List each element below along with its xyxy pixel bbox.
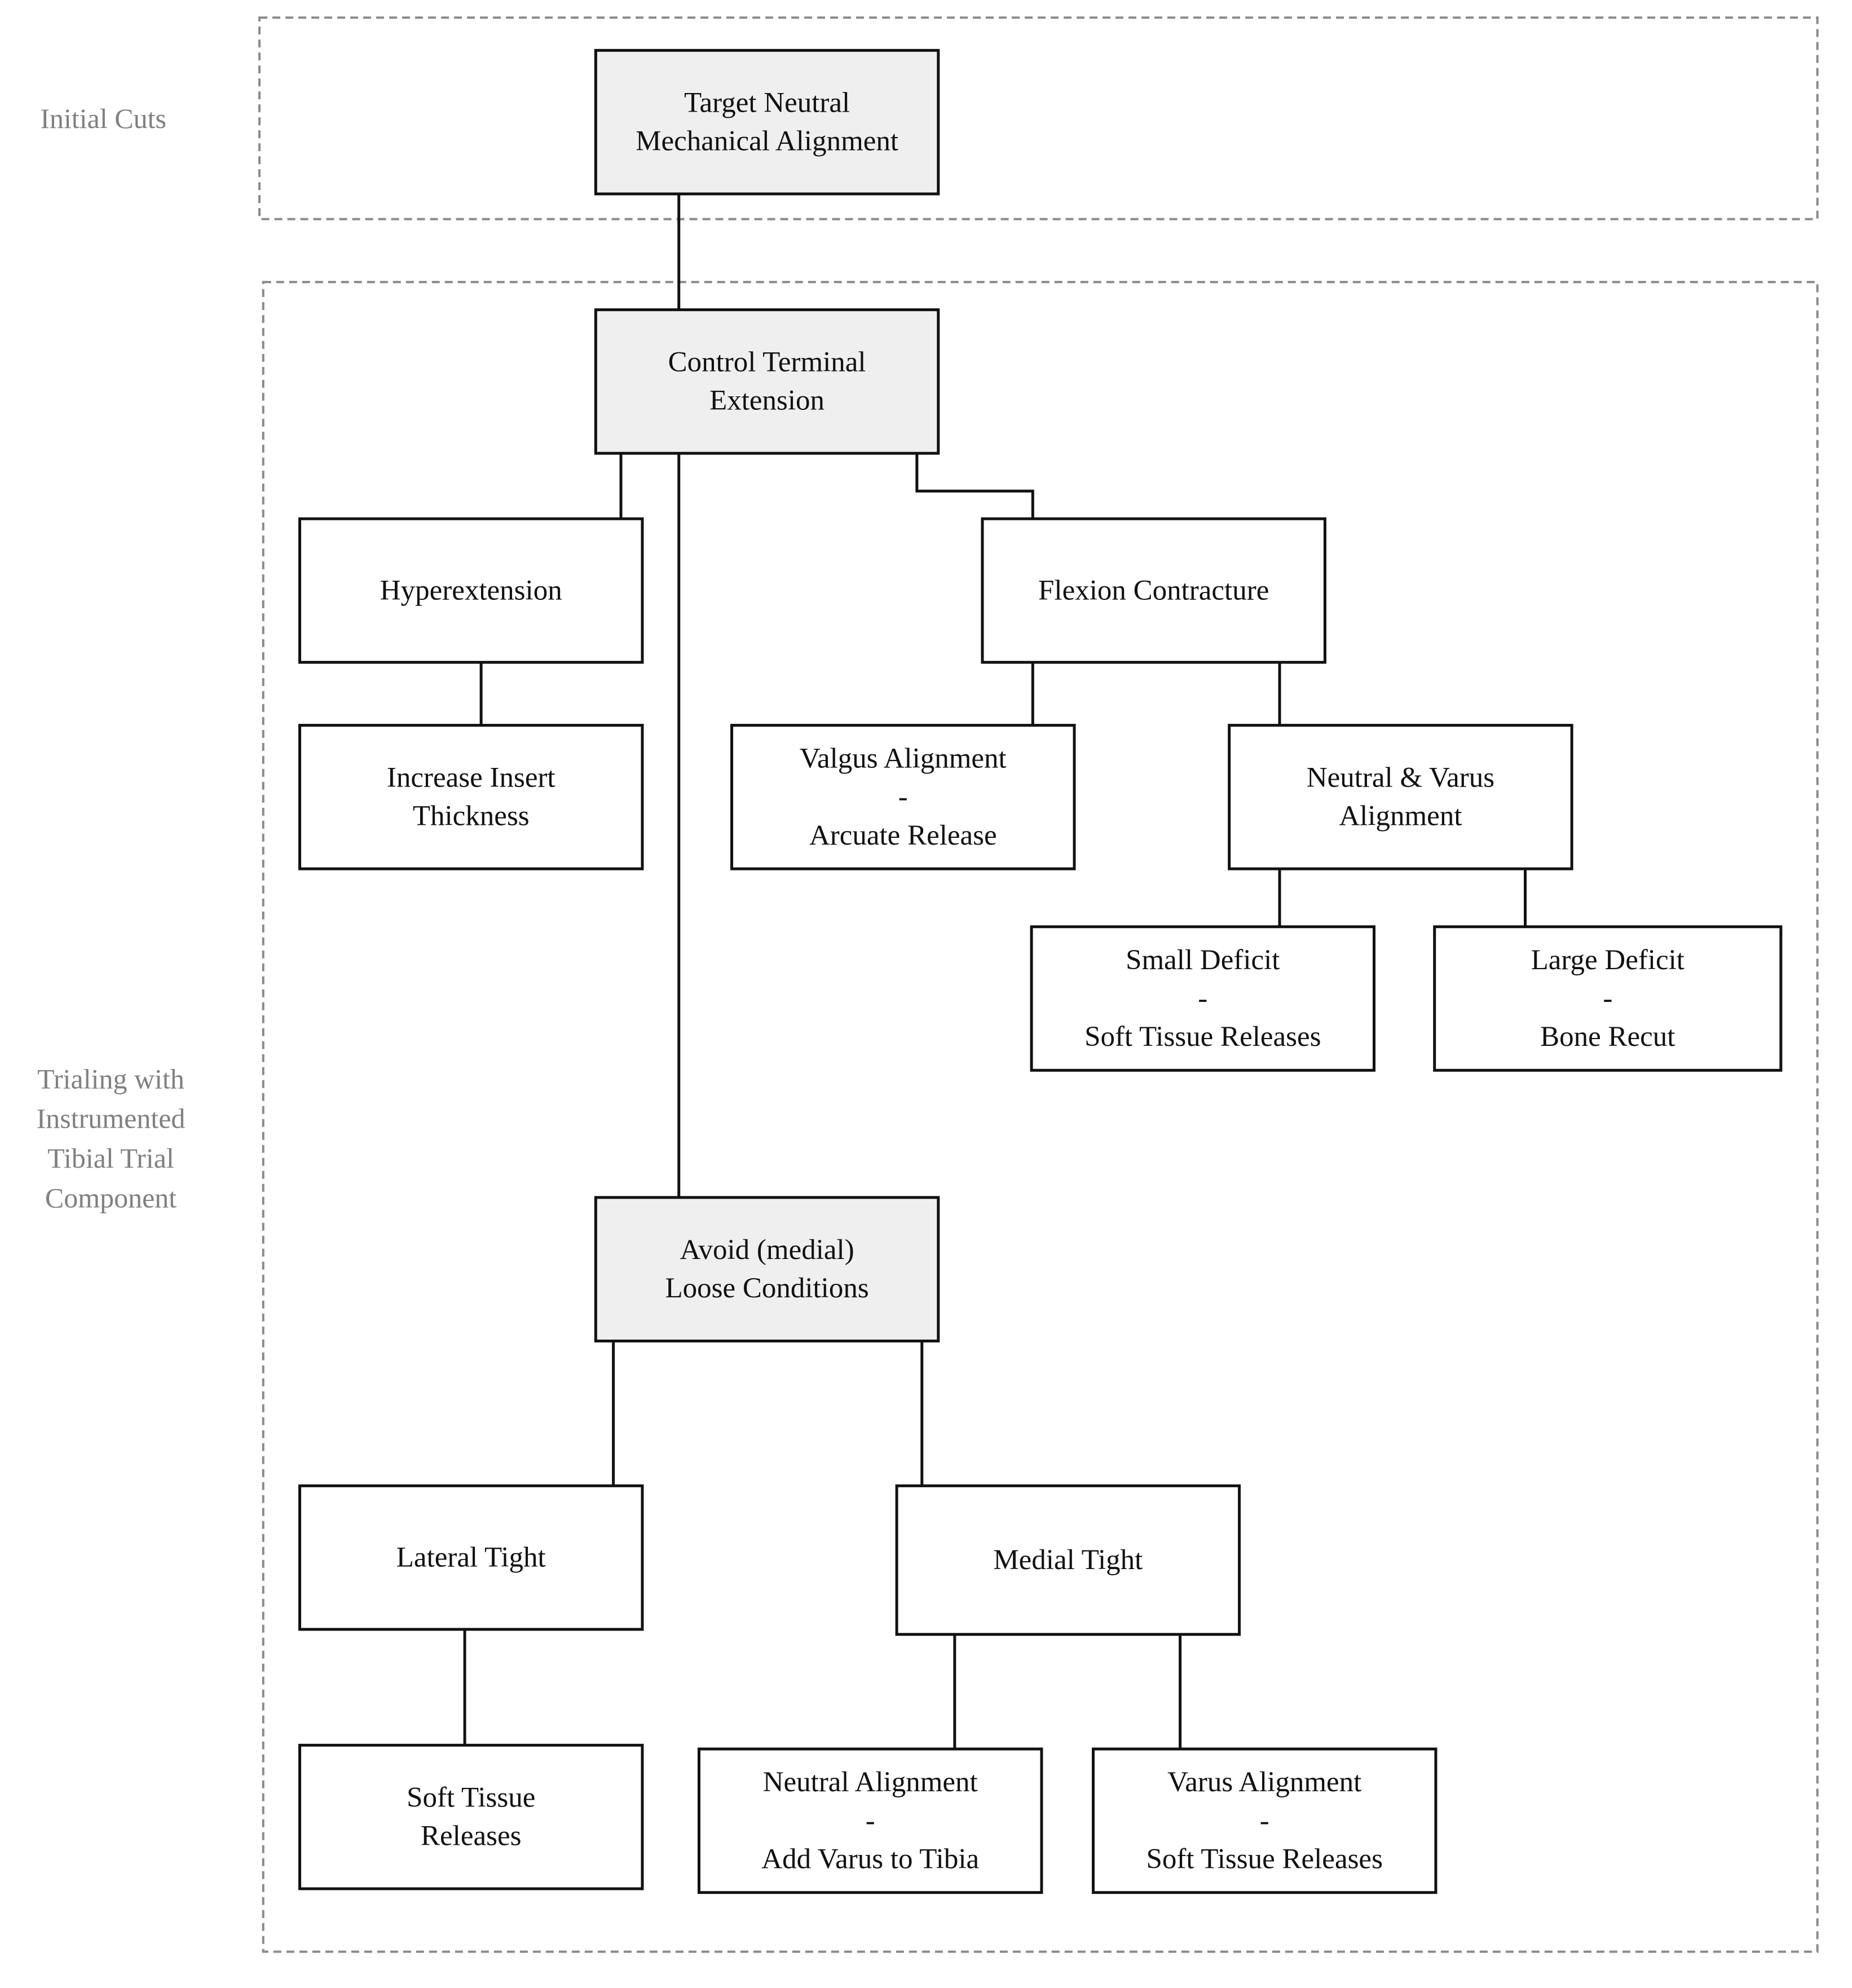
- node-text: Add Varus to Tibia: [761, 1843, 979, 1875]
- node-text: -: [898, 781, 908, 813]
- node-text: Hyperextension: [380, 575, 562, 606]
- node-large-deficit: Large Deficit - Bone Recut: [1433, 925, 1783, 1072]
- node-text: -: [1198, 983, 1207, 1014]
- node-box: [594, 48, 940, 196]
- section-frame-initial-cuts: [258, 16, 1819, 220]
- node-text: Soft Tissue Releases: [1147, 1843, 1383, 1875]
- node-lateral-tight: Lateral Tight: [298, 1484, 644, 1631]
- node-text: -: [866, 1805, 875, 1836]
- node-text: Flexion Contracture: [1038, 575, 1269, 606]
- node-text: Control Terminal: [668, 347, 866, 378]
- node-box: [697, 1747, 1043, 1894]
- section-frame-trialing: [262, 281, 1819, 1953]
- node-text: Large Deficit: [1531, 944, 1685, 976]
- node-box: [1228, 723, 1573, 871]
- node-box: [895, 1484, 1241, 1636]
- node-box: [298, 517, 644, 664]
- connector-control-terminal-extension-to-flexion-contracture: [915, 453, 1034, 519]
- node-medial-tight: Medial Tight: [895, 1484, 1241, 1636]
- node-text: Small Deficit: [1126, 944, 1280, 976]
- node-text: Soft Tissue Releases: [1084, 1021, 1321, 1053]
- node-text: -: [1603, 983, 1612, 1014]
- node-neutral-alignment: Neutral Alignment - Add Varus to Tibia: [697, 1747, 1043, 1894]
- node-text: Neutral & Varus: [1307, 762, 1494, 794]
- node-box: [1030, 925, 1376, 1072]
- node-avoid-loose-conditions: Avoid (medial) Loose Conditions: [594, 1196, 940, 1342]
- node-box: [594, 308, 940, 455]
- node-text: Alignment: [1339, 801, 1462, 832]
- node-box: [981, 517, 1326, 664]
- node-text: Avoid (medial): [680, 1234, 854, 1266]
- node-text: Loose Conditions: [665, 1273, 868, 1304]
- node-text: Medial Tight: [993, 1544, 1143, 1576]
- node-text: Target Neutral: [684, 87, 850, 119]
- node-valgus-alignment: Valgus Alignment - Arcuate Release: [730, 723, 1076, 871]
- node-box: [298, 723, 644, 871]
- node-box: [594, 1196, 940, 1342]
- node-box: [1092, 1747, 1437, 1894]
- node-text: Extension: [709, 385, 824, 417]
- node-text: Valgus Alignment: [800, 743, 1007, 775]
- node-box: [1433, 925, 1783, 1072]
- node-box: [298, 1743, 644, 1890]
- node-text: Thickness: [413, 801, 530, 832]
- node-text: Soft Tissue: [407, 1782, 535, 1814]
- node-text: Mechanical Alignment: [636, 126, 898, 157]
- node-small-deficit: Small Deficit - Soft Tissue Releases: [1030, 925, 1376, 1072]
- node-text: -: [1260, 1805, 1269, 1836]
- node-text: Neutral Alignment: [763, 1766, 978, 1798]
- node-box: [730, 723, 1076, 871]
- section-label-trialing: Tibial Trial: [47, 1142, 174, 1174]
- node-hyperextension: Hyperextension: [298, 517, 644, 664]
- node-varus-alignment: Varus Alignment - Soft Tissue Releases: [1092, 1747, 1437, 1894]
- section-label-trialing: Trialing with: [37, 1063, 184, 1094]
- node-flexion-contracture: Flexion Contracture: [981, 517, 1326, 664]
- node-text: Bone Recut: [1540, 1021, 1675, 1053]
- node-text: Releases: [421, 1821, 521, 1852]
- node-box: [298, 1484, 644, 1631]
- section-label-trialing: Instrumented: [37, 1103, 186, 1134]
- node-text: Increase Insert: [387, 762, 555, 794]
- section-label-trialing: Component: [45, 1182, 177, 1213]
- node-text: Arcuate Release: [809, 820, 997, 851]
- node-text: Lateral Tight: [396, 1542, 546, 1574]
- node-text: Varus Alignment: [1167, 1766, 1361, 1798]
- section-label-initial-cuts: Initial Cuts: [40, 103, 166, 134]
